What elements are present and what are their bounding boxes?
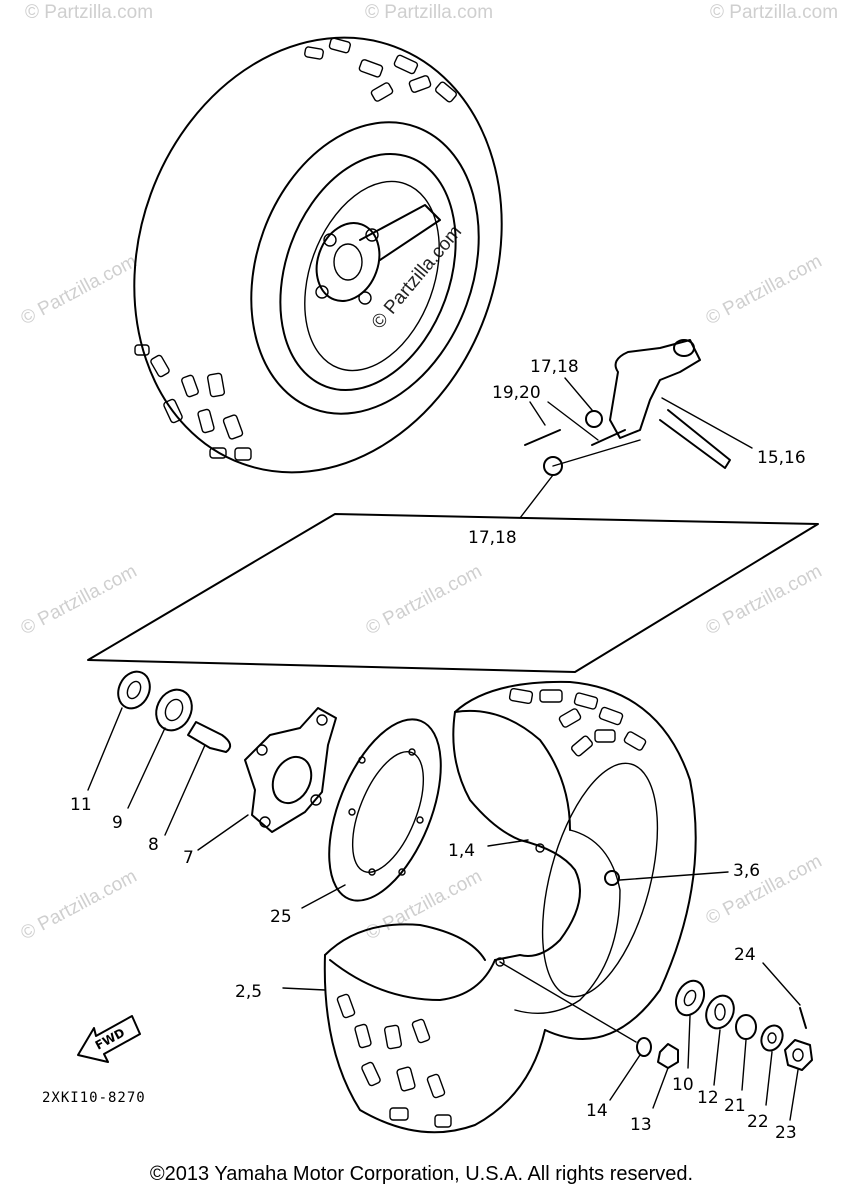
tread-blocks	[336, 687, 647, 1128]
rim-half-outer	[541, 762, 659, 998]
watermark: © Partzilla.com	[702, 851, 825, 930]
callout-label: 25	[270, 907, 292, 927]
watermark: © Partzilla.com	[362, 866, 485, 945]
wheel-hub-7	[244, 707, 337, 833]
callout-label: 23	[775, 1123, 797, 1143]
rim-outline	[279, 152, 457, 392]
fwd-label: FWD	[93, 1026, 127, 1053]
nut-13	[657, 1043, 679, 1069]
watermark: © Partzilla.com	[17, 866, 140, 945]
bearing-10	[674, 979, 706, 1017]
fwd-arrow-icon: FWD	[77, 1015, 141, 1063]
callout-label: 21	[724, 1096, 746, 1116]
tire-outer-upper	[454, 680, 697, 1040]
tire-bead	[250, 121, 480, 415]
watermark: © Partzilla.com	[17, 561, 140, 640]
callout-label: 17,18	[468, 528, 517, 548]
callout-label: 11	[70, 795, 92, 815]
watermark: © Partzilla.com	[25, 2, 153, 23]
cotter-pin-24	[799, 1007, 807, 1029]
copyright-notice: ©2013 Yamaha Motor Corporation, U.S.A. A…	[149, 1163, 694, 1185]
hub-parts-group	[87, 670, 442, 909]
top-wheel-assembly	[133, 36, 503, 474]
callout-label: 2,5	[235, 982, 262, 1002]
callout-labels: 17,18 19,20 15,16 17,18 11 9 8 7 1,4 3,6…	[70, 357, 806, 1143]
valve-stem-3-6	[604, 870, 620, 886]
watermark: © Partzilla.com	[17, 251, 140, 330]
callout-label: 15,16	[757, 448, 806, 468]
seal-12	[705, 994, 735, 1030]
nut-17-18-top	[585, 410, 603, 428]
callout-label: 8	[148, 835, 159, 855]
axle-hardware-group	[609, 962, 813, 1121]
watermark: © Partzilla.com	[710, 2, 838, 23]
steering-knuckle-group	[519, 339, 753, 519]
callout-label: 13	[630, 1115, 652, 1135]
knuckle-spindle	[659, 409, 731, 469]
brake-disc-25	[328, 718, 442, 902]
tire-inner-upper	[452, 711, 521, 841]
callout-label: 3,6	[733, 861, 760, 881]
watermark: © Partzilla.com	[365, 2, 493, 23]
part-code: 2XKI10-8270	[42, 1090, 146, 1106]
spacer-8	[187, 721, 232, 753]
callout-label: 17,18	[530, 357, 579, 377]
washer-22	[760, 1024, 784, 1052]
tread-blocks	[134, 37, 457, 461]
callout-label: 1,4	[448, 841, 475, 861]
hub-icon	[315, 204, 441, 305]
callout-label: 12	[697, 1088, 719, 1108]
watermark: © Partzilla.com	[702, 251, 825, 330]
seal-11	[117, 670, 151, 710]
tire-outline	[133, 36, 503, 474]
knuckle-top-boss	[673, 339, 695, 357]
knuckle-body	[609, 339, 701, 439]
assembly-guide-lines	[87, 513, 819, 673]
callout-label: 9	[112, 813, 123, 833]
callout-label: 22	[747, 1112, 769, 1132]
tire-outer-lower	[323, 954, 546, 1134]
callout-label: 14	[586, 1101, 608, 1121]
collar-21	[735, 1014, 757, 1040]
rim-inner	[304, 180, 440, 372]
watermark: © Partzilla.com	[702, 561, 825, 640]
watermark-group: © Partzilla.com © Partzilla.com © Partzi…	[17, 2, 838, 944]
lower-wheel-assembly	[282, 680, 729, 1134]
callout-label: 24	[734, 945, 756, 965]
axle-nut-23	[784, 1039, 813, 1071]
cotter-pin	[524, 429, 561, 446]
washer-14	[636, 1037, 652, 1057]
callout-label: 19,20	[492, 383, 541, 403]
cotter-pin	[591, 429, 626, 446]
callout-label: 7	[183, 848, 194, 868]
rim-half-inner	[494, 839, 581, 961]
watermark: © Partzilla.com	[362, 561, 485, 640]
callout-label: 10	[672, 1075, 694, 1095]
